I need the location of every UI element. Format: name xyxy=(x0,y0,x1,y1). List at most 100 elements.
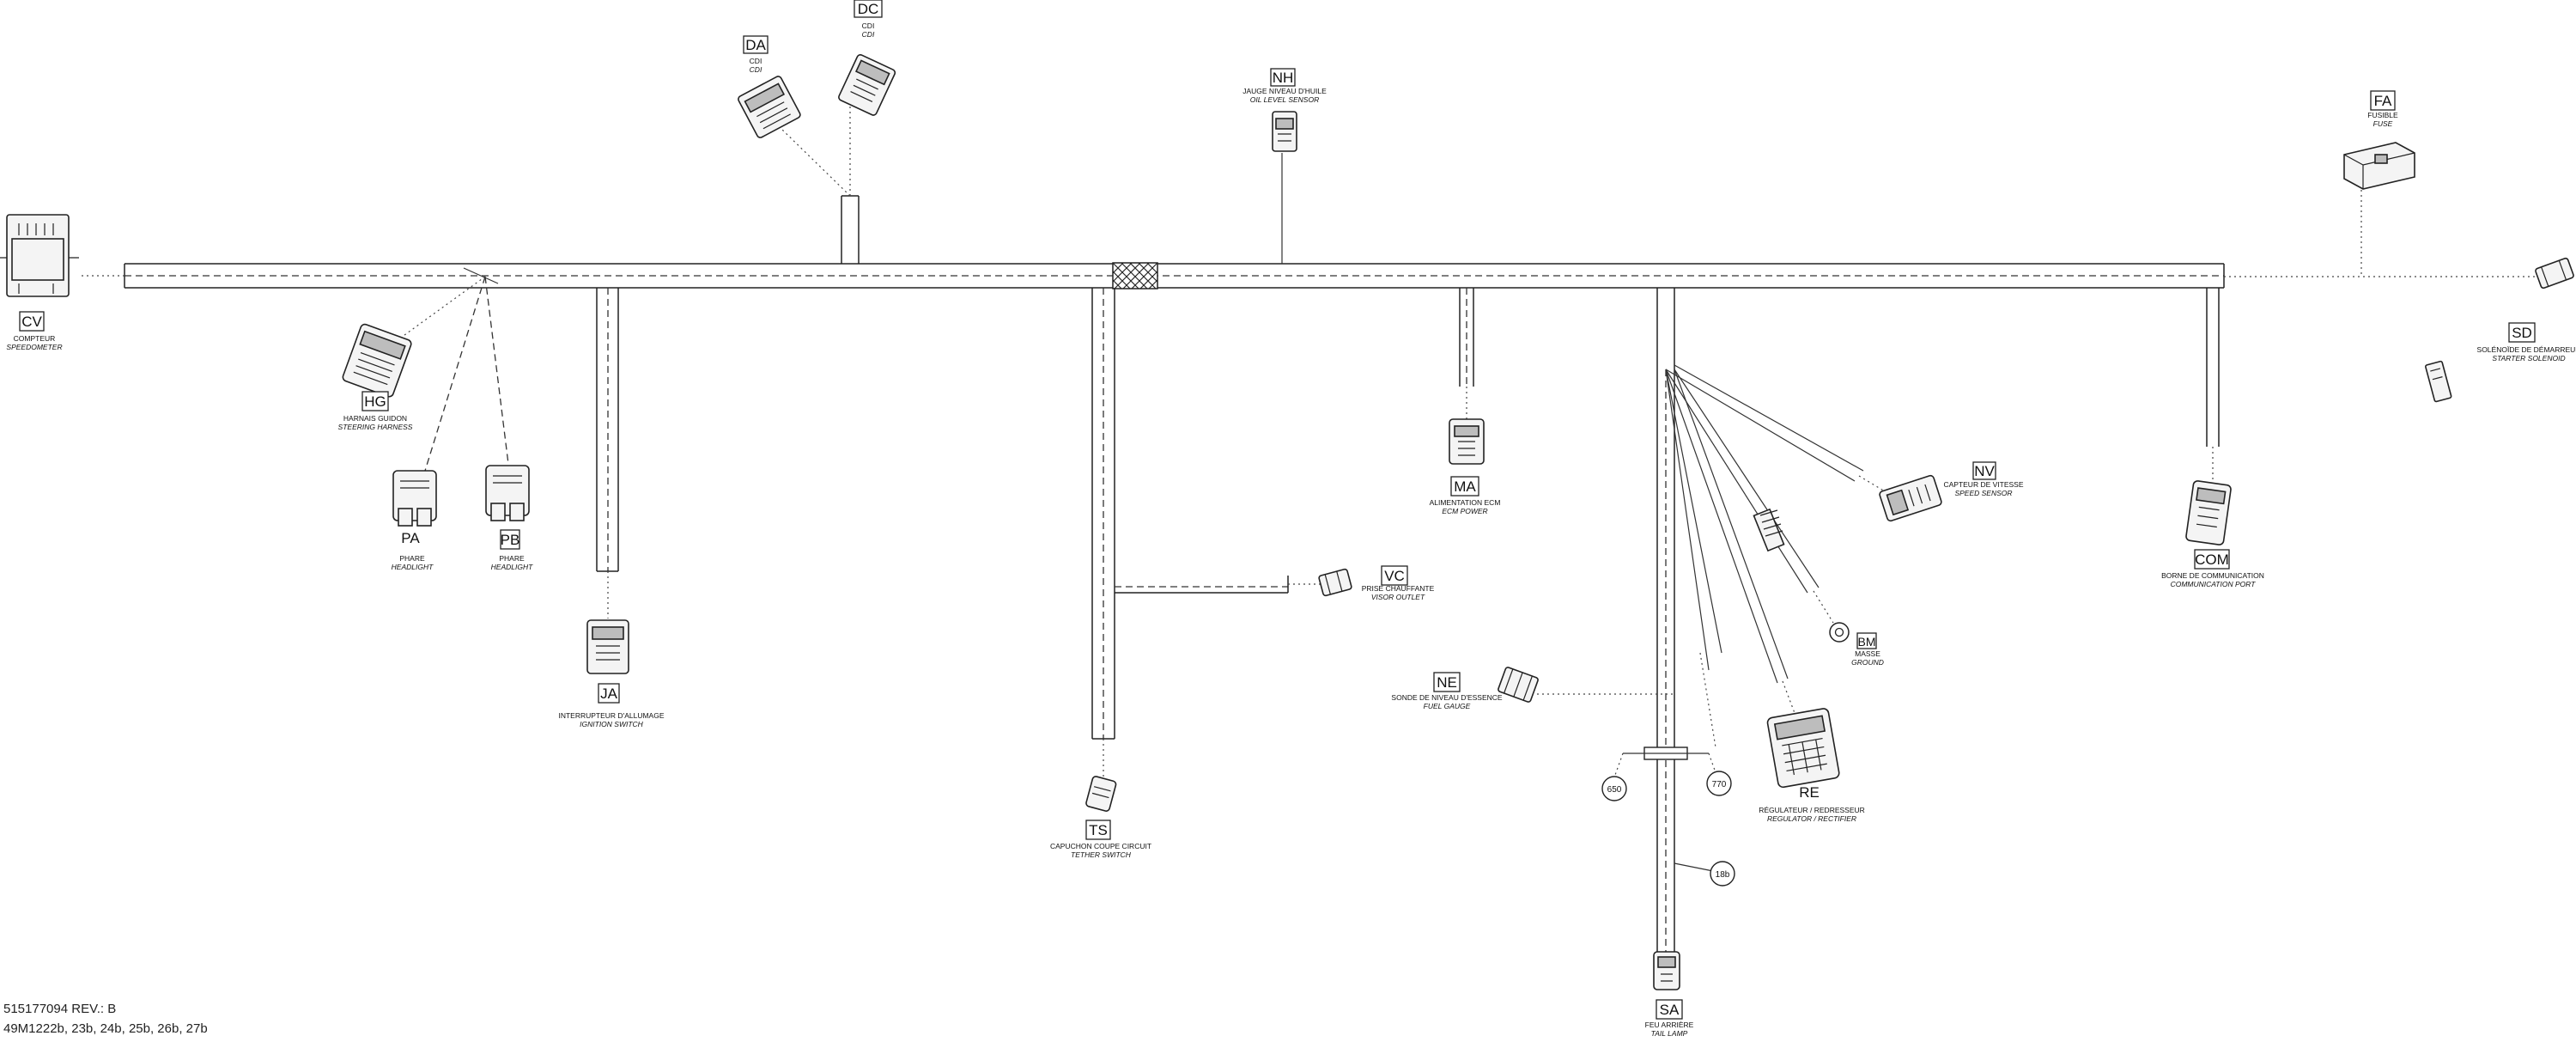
label-ja-fr: INTERRUPTEUR D'ALLUMAGE xyxy=(558,711,664,720)
speedometer-connector-icon xyxy=(0,214,79,297)
label-sa-en: TAIL LAMP xyxy=(1651,1029,1688,1038)
label-hg-en: STEERING HARNESS xyxy=(338,423,413,431)
code-ts: TS xyxy=(1089,822,1108,838)
connector-vc: VC PRISE CHAUFFANTE VISOR OUTLET xyxy=(1318,565,1435,601)
connector-hg: HG HARNAIS GUIDON STEERING HARNESS xyxy=(338,323,413,431)
connector-ts: TS CAPUCHON COUPE CIRCUIT TETHER SWITCH xyxy=(1050,776,1151,859)
reference-circle-770: 770 xyxy=(1706,771,1732,796)
label-ja-en: IGNITION SWITCH xyxy=(580,720,644,728)
cdi-connector-icon xyxy=(738,76,801,138)
code-hg: HG xyxy=(364,393,386,410)
code-dc: DC xyxy=(858,1,879,17)
tether-switch-connector-icon xyxy=(1085,776,1117,812)
code-cv: CV xyxy=(21,314,42,330)
label-sd-fr: SOLÉNOÏDE DE DÉMARREUR xyxy=(2477,345,2576,354)
connector-pa: PA PHARE HEADLIGHT xyxy=(392,470,437,571)
reference-callouts: 650 770 18b xyxy=(1601,771,1735,887)
label-pb-en: HEADLIGHT xyxy=(491,563,533,571)
connector-da: DA CDI CDI xyxy=(738,35,801,138)
connector-ja: JA INTERRUPTEUR D'ALLUMAGE IGNITION SWIT… xyxy=(558,619,665,728)
main-harness xyxy=(82,262,2537,289)
oil-level-connector-icon xyxy=(1272,111,1297,152)
connector-nh: NH JAUGE NIVEAU D'HUILE OIL LEVEL SENSOR xyxy=(1242,68,1327,152)
label-nv-fr: CAPTEUR DE VITESSE xyxy=(1943,480,2023,489)
code-nh: NH xyxy=(1273,70,1294,86)
fuel-gauge-connector-icon xyxy=(1498,667,1539,703)
label-cv-fr: COMPTEUR xyxy=(14,334,56,343)
label-sa-fr: FEU ARRIÈRE xyxy=(1645,1021,1694,1029)
starter-plug-icon xyxy=(2535,257,2574,289)
code-ja: JA xyxy=(600,686,618,702)
connector-com: COM BORNE DE COMMUNICATION COMMUNICATION… xyxy=(2161,480,2264,588)
label-pa-fr: PHARE xyxy=(399,554,425,563)
label-bm-en: GROUND xyxy=(1851,658,1884,667)
steering-harness-connector-icon xyxy=(342,323,412,398)
label-ne-fr: SONDE DE NIVEAU D'ESSENCE xyxy=(1391,693,1502,702)
communication-port-icon xyxy=(2185,480,2232,545)
code-sd: SD xyxy=(2512,325,2532,341)
label-ne-en: FUEL GAUGE xyxy=(1424,702,1471,710)
code-pb: PB xyxy=(501,532,520,548)
reference-circle-18b: 18b xyxy=(1710,861,1735,887)
regulator-rectifier-connector-icon xyxy=(1766,708,1840,789)
label-da-en: CDI xyxy=(750,65,762,74)
code-pa: PA xyxy=(401,530,420,546)
tail-lamp-connector-icon xyxy=(1653,951,1680,990)
connector-cv: CV COMPTEUR SPEEDOMETER xyxy=(0,214,79,351)
svg-text:770: 770 xyxy=(1712,780,1727,789)
code-bm: BM xyxy=(1858,635,1876,649)
cdi-connector-icon xyxy=(838,53,896,116)
model-list: 49M1222b, 23b, 24b, 25b, 26b, 27b xyxy=(3,1021,208,1036)
connector-ma: MA ALIMENTATION ECM ECM POWER xyxy=(1430,418,1501,515)
label-vc-fr: PRISE CHAUFFANTE xyxy=(1362,584,1435,593)
label-da-fr: CDI xyxy=(750,57,762,65)
label-nh-fr: JAUGE NIVEAU D'HUILE xyxy=(1242,87,1327,95)
harness-branches xyxy=(394,90,2439,959)
connector-re: RE RÉGULATEUR / REDRESSEUR REGULATOR / R… xyxy=(1759,708,1865,823)
label-dc-fr: CDI xyxy=(862,21,875,30)
code-com: COM xyxy=(2195,551,2229,568)
label-re-en: REGULATOR / RECTIFIER xyxy=(1767,814,1856,823)
code-sa: SA xyxy=(1660,1002,1680,1018)
code-nv: NV xyxy=(1974,463,1995,479)
label-fa-en: FUSE xyxy=(2373,119,2393,128)
code-re: RE xyxy=(1799,784,1820,801)
label-dc-en: CDI xyxy=(862,30,875,39)
starter-terminal-icon xyxy=(2425,360,2452,403)
label-pb-fr: PHARE xyxy=(499,554,525,563)
ecm-power-connector-icon xyxy=(1449,418,1485,465)
connector-fa: FA FUSIBLE FUSE xyxy=(2343,90,2415,190)
label-bm-fr: MASSE xyxy=(1855,649,1880,658)
label-fa-fr: FUSIBLE xyxy=(2367,111,2398,119)
headlight-connector-icon xyxy=(392,470,437,527)
label-hg-fr: HARNAIS GUIDON xyxy=(343,414,407,423)
label-ts-fr: CAPUCHON COUPE CIRCUIT xyxy=(1050,842,1151,850)
connector-bm: BM MASSE GROUND xyxy=(1829,622,1884,667)
connector-ne: NE SONDE DE NIVEAU D'ESSENCE FUEL GAUGE xyxy=(1391,667,1539,710)
label-nv-en: SPEED SENSOR xyxy=(1954,489,2012,497)
ignition-switch-connector-icon xyxy=(586,619,629,674)
label-re-fr: RÉGULATEUR / REDRESSEUR xyxy=(1759,806,1865,814)
connector-dc: DC CDI CDI xyxy=(838,0,896,116)
label-ma-fr: ALIMENTATION ECM xyxy=(1430,498,1501,507)
code-ne: NE xyxy=(1437,674,1457,691)
connector-sa: SA FEU ARRIÈRE TAIL LAMP xyxy=(1645,951,1694,1038)
speed-sensor-connector-icon xyxy=(1879,474,1942,522)
label-pa-en: HEADLIGHT xyxy=(392,563,434,571)
svg-text:650: 650 xyxy=(1607,785,1622,795)
label-com-fr: BORNE DE COMMUNICATION xyxy=(2161,571,2264,580)
connector-sd: SD SOLÉNOÏDE DE DÉMARREUR STARTER SOLENO… xyxy=(2425,257,2576,403)
label-nh-en: OIL LEVEL SENSOR xyxy=(1250,95,1319,104)
label-cv-en: SPEEDOMETER xyxy=(6,343,62,351)
headlight-connector-icon xyxy=(485,465,530,521)
fuse-holder-icon xyxy=(2343,142,2415,190)
document-part-number: 515177094 REV.: B xyxy=(3,1002,117,1016)
connector-nv: NV CAPTEUR DE VITESSE SPEED SENSOR xyxy=(1879,461,2024,522)
code-da: DA xyxy=(745,37,766,53)
ground-ring-icon xyxy=(1829,622,1850,643)
label-vc-en: VISOR OUTLET xyxy=(1371,593,1425,601)
visor-outlet-connector-icon xyxy=(1318,568,1352,597)
label-ts-en: TETHER SWITCH xyxy=(1071,850,1132,859)
code-fa: FA xyxy=(2374,93,2392,109)
